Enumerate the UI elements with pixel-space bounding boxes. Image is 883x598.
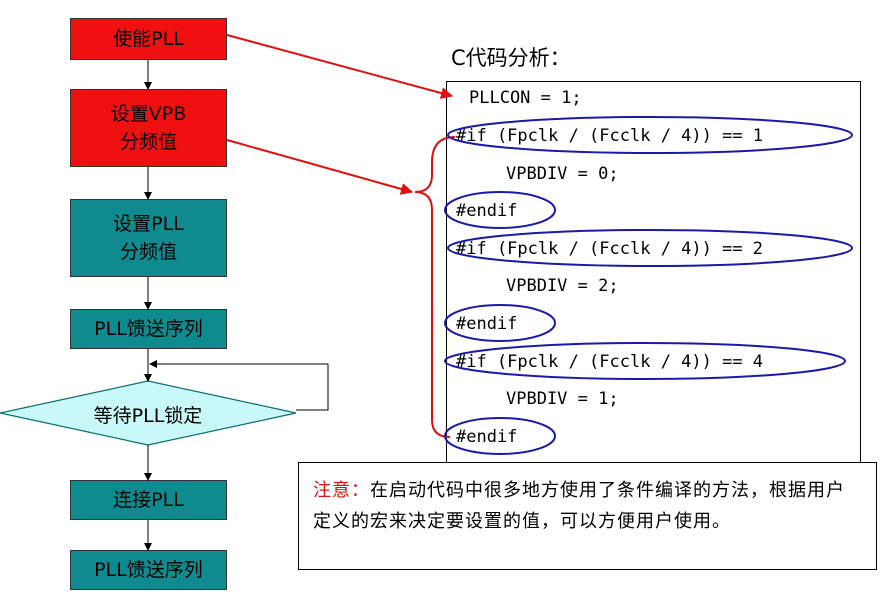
code-line-if-4: #if (Fpclk / (Fcclk / 4)) == 4 xyxy=(456,352,764,372)
step-set-pll-line2: 分频值 xyxy=(119,241,177,263)
step-set-vpb-line1: 设置VPB xyxy=(110,103,187,125)
code-line-if-2: #if (Fpclk / (Fcclk / 4)) == 2 xyxy=(456,239,764,259)
code-analysis-title: C代码分析： xyxy=(451,46,571,70)
step-pll-feed-2-label: PLL馈送序列 xyxy=(94,559,203,581)
code-line-endif-1: #endif xyxy=(456,201,518,221)
step-pll-feed-sequence-2: PLL馈送序列 xyxy=(70,550,227,590)
step-set-vpb-divider: 设置VPB 分频值 xyxy=(70,89,227,167)
step-enable-pll-label: 使能PLL xyxy=(113,28,184,50)
code-line-endif-4: #endif xyxy=(456,427,518,447)
decision-label: 等待PLL锁定 xyxy=(93,404,203,427)
note-text: 在启动代码中很多地方使用了条件编译的方法，根据用户定义的宏来决定要设置的值，可以… xyxy=(313,480,845,532)
note-label: 注意： xyxy=(313,480,370,501)
code-line-vpbdiv-1: VPBDIV = 1; xyxy=(506,389,619,409)
step-set-pll-line1: 设置PLL xyxy=(113,213,184,235)
red-arrow-set-vpb xyxy=(226,139,413,195)
step-pll-feed-sequence-1: PLL馈送序列 xyxy=(70,309,227,349)
code-line-vpbdiv-0: VPBDIV = 0; xyxy=(506,164,619,184)
decision-wait-pll-lock: 等待PLL锁定 xyxy=(0,384,296,444)
note-box: 注意：在启动代码中很多地方使用了条件编译的方法，根据用户定义的宏来决定要设置的值… xyxy=(298,462,877,570)
code-line-if-1: #if (Fpclk / (Fcclk / 4)) == 1 xyxy=(456,126,764,146)
step-pll-feed-1-label: PLL馈送序列 xyxy=(94,318,203,340)
code-line-pllcon: PLLCON = 1; xyxy=(469,88,582,108)
step-enable-pll: 使能PLL xyxy=(70,18,227,60)
code-line-vpbdiv-2: VPBDIV = 2; xyxy=(506,276,619,296)
step-connect-pll-label: 连接PLL xyxy=(113,489,184,511)
step-set-pll-divider: 设置PLL 分频值 xyxy=(70,199,227,277)
step-connect-pll: 连接PLL xyxy=(70,480,227,520)
step-set-vpb-line2: 分频值 xyxy=(119,131,177,153)
code-line-endif-2: #endif xyxy=(456,314,518,334)
red-arrow-enable-pll xyxy=(226,34,453,99)
